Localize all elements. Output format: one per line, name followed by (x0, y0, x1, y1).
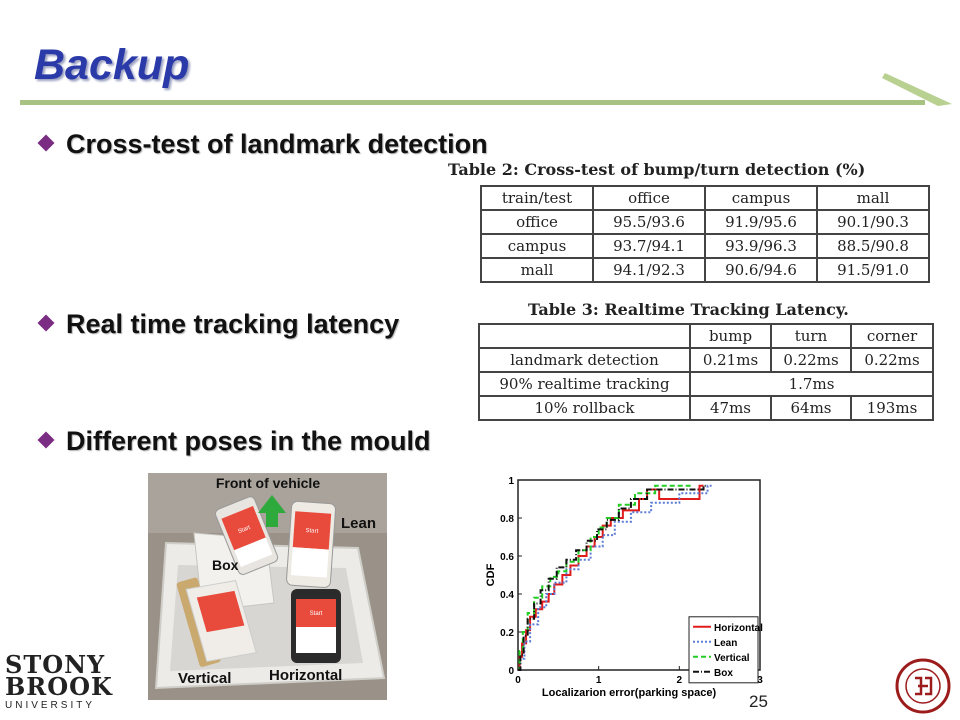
table-cell: 47ms (689, 395, 772, 421)
table-cell: 91.5/91.0 (816, 257, 930, 283)
table-cell: 10% rollback (478, 395, 691, 421)
table-cell: 90.6/94.6 (704, 257, 818, 283)
table-header-cell: mall (816, 185, 930, 211)
table-header-cell: turn (770, 323, 852, 349)
cdf-series-line (518, 484, 708, 671)
table-cell: office (480, 209, 594, 235)
table3-caption: Table 3: Realtime Tracking Latency. (528, 300, 849, 319)
bullet-poses: Different poses in the mould (37, 426, 431, 456)
table-cell: 0.22ms (850, 347, 934, 373)
label-box: Box (212, 557, 239, 573)
lean-phone: Start (286, 500, 336, 588)
stony-brook-word: STONY (5, 650, 106, 679)
stony-brook-university: UNIVERSITY (5, 700, 96, 711)
bullet-diamond-icon (37, 314, 55, 332)
table-cell: landmark detection (478, 347, 691, 373)
table-cell: 88.5/90.8 (816, 233, 930, 259)
table-cell: campus (480, 233, 594, 259)
peking-university-seal-icon (895, 658, 951, 714)
table-cell: mall (480, 257, 594, 283)
table-cell: 1.7ms (689, 371, 934, 397)
legend-label: Vertical (714, 653, 750, 664)
bullet-text: Cross-test of landmark detection (66, 129, 488, 159)
table-cell: 95.5/93.6 (592, 209, 706, 235)
title-swoosh-decoration (882, 73, 952, 106)
table-row: office 95.5/93.6 91.9/95.6 90.1/90.3 (480, 209, 930, 235)
label-vertical: Vertical (178, 670, 231, 687)
table-header-row: bump turn corner (478, 323, 934, 349)
front-arrow-icon (258, 495, 286, 527)
table-header-cell: campus (704, 185, 818, 211)
label-horizontal: Horizontal (269, 667, 342, 684)
legend-label: Box (714, 668, 733, 679)
legend-label: Lean (714, 638, 737, 649)
table-header-cell: office (592, 185, 706, 211)
x-tick-label: 1 (596, 675, 602, 686)
x-tick-label: 2 (677, 675, 683, 686)
x-tick-label: 0 (515, 675, 521, 686)
table-row: mall 94.1/92.3 90.6/94.6 91.5/91.0 (480, 257, 930, 283)
y-tick-label: 0.2 (500, 628, 514, 639)
table-cell: 91.9/95.6 (704, 209, 818, 235)
table-cell: 193ms (850, 395, 934, 421)
legend-label: Horizontal (714, 623, 763, 634)
bullet-text: Real time tracking latency (66, 309, 400, 339)
table-cell: 90% realtime tracking (478, 371, 691, 397)
lean-phone-in-box: Start (215, 496, 279, 575)
table-row: landmark detection 0.21ms 0.22ms 0.22ms (478, 347, 934, 373)
x-tick-label: 3 (757, 675, 763, 686)
table-cell: 64ms (770, 395, 852, 421)
table2-cross-test: train/test office campus mall office 95.… (480, 185, 930, 283)
y-tick-label: 1 (508, 476, 514, 487)
table3-latency: bump turn corner landmark detection 0.21… (478, 323, 934, 421)
y-axis-label: CDF (485, 563, 497, 586)
phone-start-label: Start (310, 611, 323, 617)
table-cell: 0.22ms (770, 347, 852, 373)
bullet-cross-test: Cross-test of landmark detection (37, 129, 488, 159)
table-header-cell (478, 323, 691, 349)
table-cell: 0.21ms (689, 347, 772, 373)
bullet-text: Different poses in the mould (66, 426, 431, 456)
stony-brook-logo: STONY BROOK UNIVERSITY (5, 650, 113, 712)
bullet-tracking-latency: Real time tracking latency (37, 309, 400, 339)
title-underline (20, 100, 925, 105)
stony-brook-word: BROOK (5, 672, 113, 701)
page-number: 25 (749, 692, 768, 711)
x-axis-label: Localizarion error(parking space) (542, 687, 717, 699)
y-tick-label: 0.4 (500, 590, 514, 601)
phone-start-label: Start (305, 528, 318, 535)
table-row: 90% realtime tracking 1.7ms (478, 371, 934, 397)
table-header-cell: corner (850, 323, 934, 349)
horizontal-phone: Start (291, 589, 341, 663)
table-header-row: train/test office campus mall (480, 185, 930, 211)
table-header-cell: train/test (480, 185, 594, 211)
table-cell: 93.9/96.3 (704, 233, 818, 259)
label-lean: Lean (341, 515, 376, 532)
table-row: campus 93.7/94.1 93.9/96.3 88.5/90.8 (480, 233, 930, 259)
table-cell: 90.1/90.3 (816, 209, 930, 235)
table-cell: 94.1/92.3 (592, 257, 706, 283)
bullet-diamond-icon (37, 134, 55, 152)
cdf-series-line (518, 484, 712, 671)
slide-title: Backup (34, 41, 190, 89)
bullet-diamond-icon (37, 431, 55, 449)
table2-caption: Table 2: Cross-test of bump/turn detecti… (448, 160, 866, 179)
vertical-phone (176, 577, 257, 667)
label-front-of-vehicle: Front of vehicle (216, 475, 320, 491)
phone-start-label: Start (237, 525, 251, 535)
y-tick-label: 0.8 (500, 514, 514, 525)
y-tick-label: 0.6 (500, 552, 514, 563)
table-cell: 93.7/94.1 (592, 233, 706, 259)
table-row: 10% rollback 47ms 64ms 193ms (478, 395, 934, 421)
y-tick-label: 0 (508, 666, 514, 677)
table-header-cell: bump (689, 323, 772, 349)
phone-poses-photo: Start Start Start Front of vehicle Lean … (148, 473, 387, 700)
